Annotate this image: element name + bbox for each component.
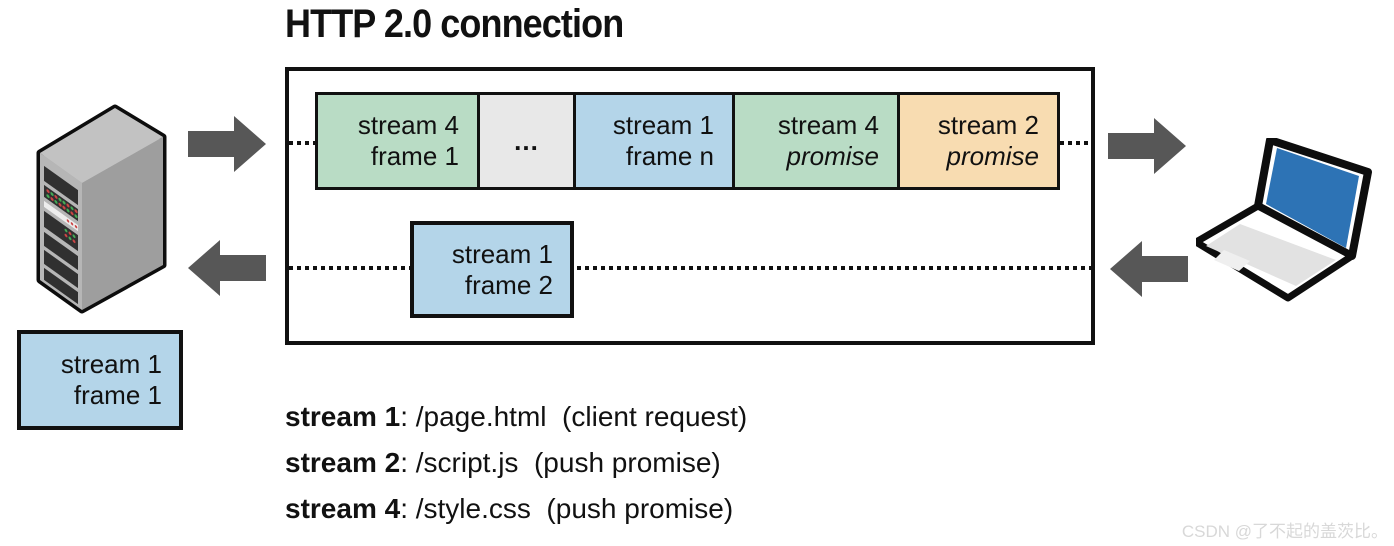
legend-line-stream2: stream 2: /script.js (push promise) xyxy=(285,440,747,486)
arrow-left-icon xyxy=(1110,241,1188,297)
watermark: CSDN @了不起的盖茨比。 xyxy=(1181,522,1388,541)
frame-cell-stream1-frame-n: stream 1 frame n xyxy=(573,92,735,190)
diagram-title: HTTP 2.0 connection xyxy=(285,2,624,46)
frame-cell-stream4-frame1: stream 4 frame 1 xyxy=(315,92,480,190)
frame-label-line2: frame n xyxy=(625,141,714,171)
laptop-icon xyxy=(1196,138,1372,302)
arrow-right-icon xyxy=(1108,118,1186,174)
arrow-right-icon xyxy=(188,116,266,172)
dotted-line-downstream xyxy=(289,266,1091,270)
frame-cell-stream2-promise: stream 2 promise xyxy=(897,92,1060,190)
legend-stream-detail: : /page.html (client request) xyxy=(400,401,748,432)
connection-box: stream 4 frame 1 ... stream 1 frame n st… xyxy=(285,67,1095,345)
server-tower-icon xyxy=(36,104,167,314)
frame-cell-stream1-frame2: stream 1 frame 2 xyxy=(410,221,574,318)
frame-label-line1: stream 1 xyxy=(451,238,553,269)
legend-stream-name: stream 1 xyxy=(285,401,401,432)
frame-label-line1: stream 4 xyxy=(777,110,879,140)
arrow-left-icon xyxy=(188,240,266,296)
legend-line-stream4: stream 4: /style.css (push promise) xyxy=(285,486,747,532)
frame-label-line1: stream 2 xyxy=(937,110,1039,140)
frame-label-line2: frame 2 xyxy=(464,269,553,300)
frame-label-line1: stream 4 xyxy=(357,110,459,140)
frame-label-line1: stream 1 xyxy=(60,349,162,379)
legend-stream-name: stream 4 xyxy=(285,493,401,524)
frame-cell-stream4-promise: stream 4 promise xyxy=(732,92,900,190)
frame-label-line1: stream 1 xyxy=(612,110,714,140)
legend-stream-detail: : /script.js (push promise) xyxy=(400,447,721,478)
frame-label-line2: frame 1 xyxy=(73,380,162,410)
frame-stream1-frame1-box: stream 1 frame 1 xyxy=(17,330,183,430)
frame-label-line2: promise xyxy=(786,141,879,171)
frame-cell-ellipsis: ... xyxy=(477,92,576,190)
legend-stream-detail: : /style.css (push promise) xyxy=(400,493,734,524)
frame-label-line2: frame 1 xyxy=(370,141,459,171)
stream-legend: stream 1: /page.html (client request) st… xyxy=(285,394,747,532)
legend-line-stream1: stream 1: /page.html (client request) xyxy=(285,394,747,440)
legend-stream-name: stream 2 xyxy=(285,447,401,478)
ellipsis-label: ... xyxy=(514,125,539,156)
dotted-line-upstream-right xyxy=(1060,141,1091,145)
dotted-line-upstream-left xyxy=(289,141,315,145)
frame-label-line2: promise xyxy=(946,141,1039,171)
upstream-frame-row: stream 4 frame 1 ... stream 1 frame n st… xyxy=(315,92,1060,190)
